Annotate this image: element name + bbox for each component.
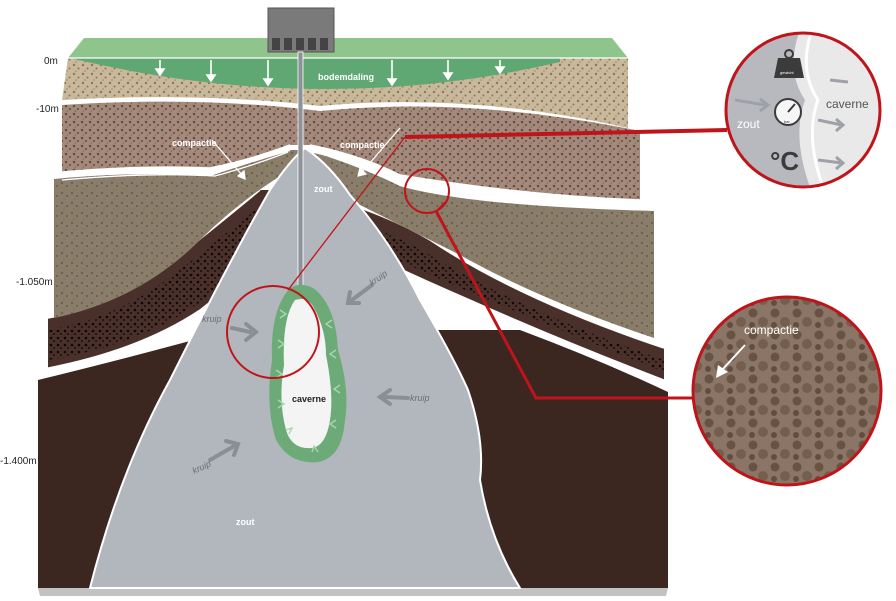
creep-arrows xyxy=(208,283,410,462)
cavern-label: caverne xyxy=(292,394,326,404)
temperature-label: °C xyxy=(770,146,799,176)
gauge-icon-label: bar xyxy=(784,119,790,124)
salt-label-bottom: zout xyxy=(236,517,255,527)
zoom-salt-label: zout xyxy=(737,117,760,131)
salt-label-top: zout xyxy=(314,184,333,194)
depth-10m: -10m xyxy=(36,104,59,115)
wellhead xyxy=(267,7,335,53)
compaction-label-right: compactie xyxy=(340,140,385,150)
depth-0m: 0m xyxy=(44,56,58,67)
subsidence-label: bodemdaling xyxy=(318,72,374,82)
subsidence-bowl xyxy=(70,58,560,90)
rim-arrows xyxy=(275,309,341,453)
surface-plane xyxy=(68,38,628,58)
weight-icon xyxy=(774,58,804,78)
well-bore xyxy=(297,51,304,301)
compaction-highlight-circle xyxy=(404,168,450,214)
depth-labels: 0m -10m -1.050m -1.400m xyxy=(0,56,59,467)
compaction-arrows xyxy=(211,127,401,181)
zoom-compaction-label: compactie xyxy=(744,323,799,337)
connector-bottom xyxy=(434,210,694,400)
connector-top xyxy=(404,128,728,139)
creep-label-left: kruip xyxy=(202,314,222,324)
zoom-top xyxy=(724,31,882,189)
compaction-label-left: compactie xyxy=(172,138,217,148)
creep-label-mid: kruip xyxy=(410,393,430,403)
depth-1050m: -1.050m xyxy=(16,277,53,288)
zoom-cavern-label: caverne xyxy=(826,97,869,111)
weight-icon-label: gewicht xyxy=(780,70,794,75)
subsidence-arrows xyxy=(154,60,506,87)
zoom-bottom xyxy=(691,295,883,487)
depth-1400m: -1.400m xyxy=(0,456,37,467)
cavern-highlight-circle xyxy=(226,285,320,379)
